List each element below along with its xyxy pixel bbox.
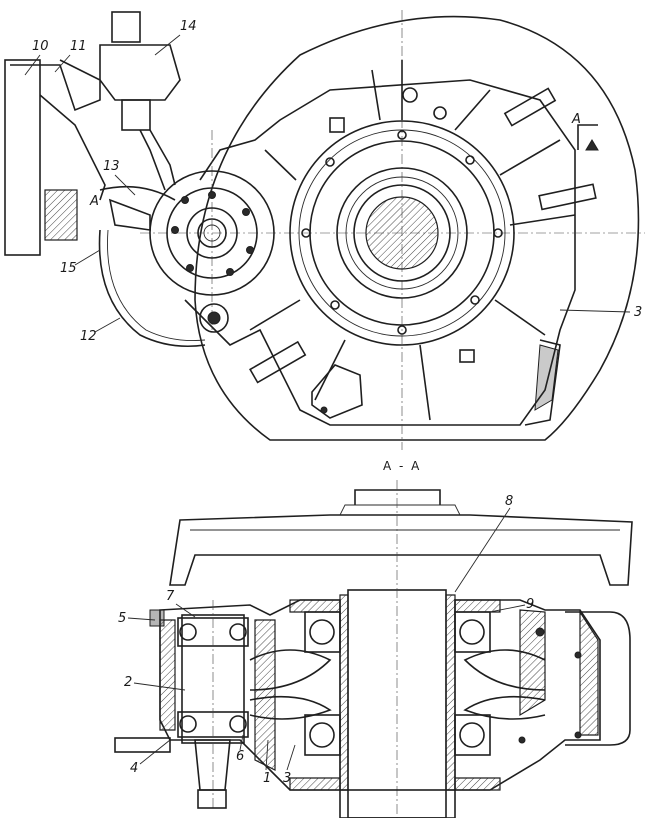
callout-6: 6 <box>236 749 244 764</box>
callout-15: 15 <box>60 261 77 276</box>
section-view <box>114 480 633 818</box>
callout-10: 10 <box>32 39 49 54</box>
vane-blocks <box>249 87 597 384</box>
section-mark-a-right: А <box>571 112 581 127</box>
callout-7: 7 <box>166 589 175 604</box>
callout-2: 2 <box>124 675 132 690</box>
radial-vanes <box>249 60 576 421</box>
callout-9: 9 <box>526 597 534 612</box>
ring-bolts <box>301 130 503 335</box>
callout-5: 5 <box>118 611 126 626</box>
callout-4: 4 <box>130 761 138 776</box>
callouts-bottom: 8 5 7 9 2 4 6 1 3 <box>118 494 534 786</box>
callout-1: 1 <box>263 771 271 786</box>
callout-13: 13 <box>103 159 120 174</box>
callout-3-bottom: 3 <box>283 771 291 786</box>
section-mark-a: А <box>89 194 99 209</box>
callout-3-top: 3 <box>634 305 642 320</box>
bearings <box>177 611 491 756</box>
callout-11: 11 <box>70 39 87 54</box>
small-gear-bolts <box>171 191 254 276</box>
callout-14: 14 <box>180 19 197 34</box>
section-title: А - А <box>383 459 421 473</box>
callout-8: 8 <box>505 494 513 509</box>
callouts-top: 10 11 14 13 А 15 12 3 А <box>24 19 642 344</box>
top-view <box>4 10 645 450</box>
callout-12: 12 <box>80 329 97 344</box>
